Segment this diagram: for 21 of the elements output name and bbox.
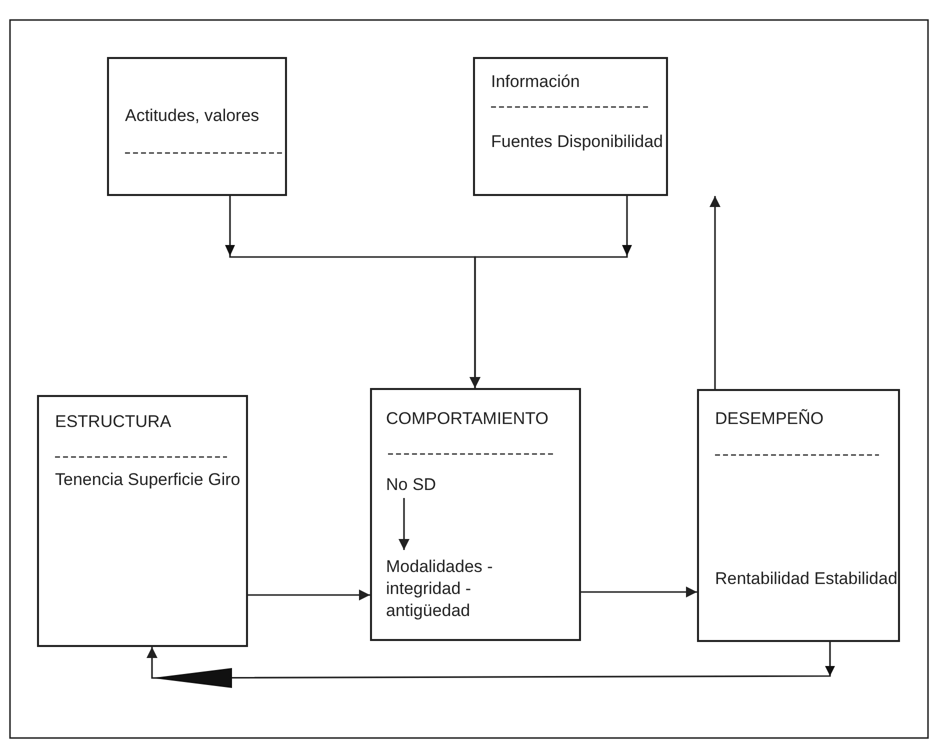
process-box bbox=[473, 57, 668, 196]
process-box bbox=[370, 388, 581, 641]
arrow bbox=[581, 586, 697, 598]
box-heading: Actitudes, valores bbox=[125, 105, 260, 127]
box-heading: Información bbox=[491, 71, 580, 93]
arrow bbox=[146, 642, 831, 679]
arrow bbox=[710, 196, 720, 389]
box-heading: DESEMPEÑO bbox=[715, 408, 824, 430]
box-body-text: Rentabilidad Estabilidad bbox=[715, 568, 898, 590]
process-box bbox=[37, 395, 248, 647]
arrow bbox=[248, 590, 370, 600]
process-box bbox=[697, 389, 900, 642]
process-box bbox=[107, 57, 287, 196]
arrow bbox=[398, 498, 410, 550]
box-body-text: Tenencia Superficie Giro bbox=[55, 469, 240, 491]
box-body-text: Fuentes Disponibilidad bbox=[491, 131, 663, 153]
arrow bbox=[470, 196, 628, 388]
box-heading: COMPORTAMIENTO bbox=[386, 408, 548, 430]
box-heading: ESTRUCTURA bbox=[55, 411, 172, 433]
node-text: Modalidades -integridad -antigüedad bbox=[386, 556, 526, 624]
node-text: No SD bbox=[386, 474, 466, 498]
